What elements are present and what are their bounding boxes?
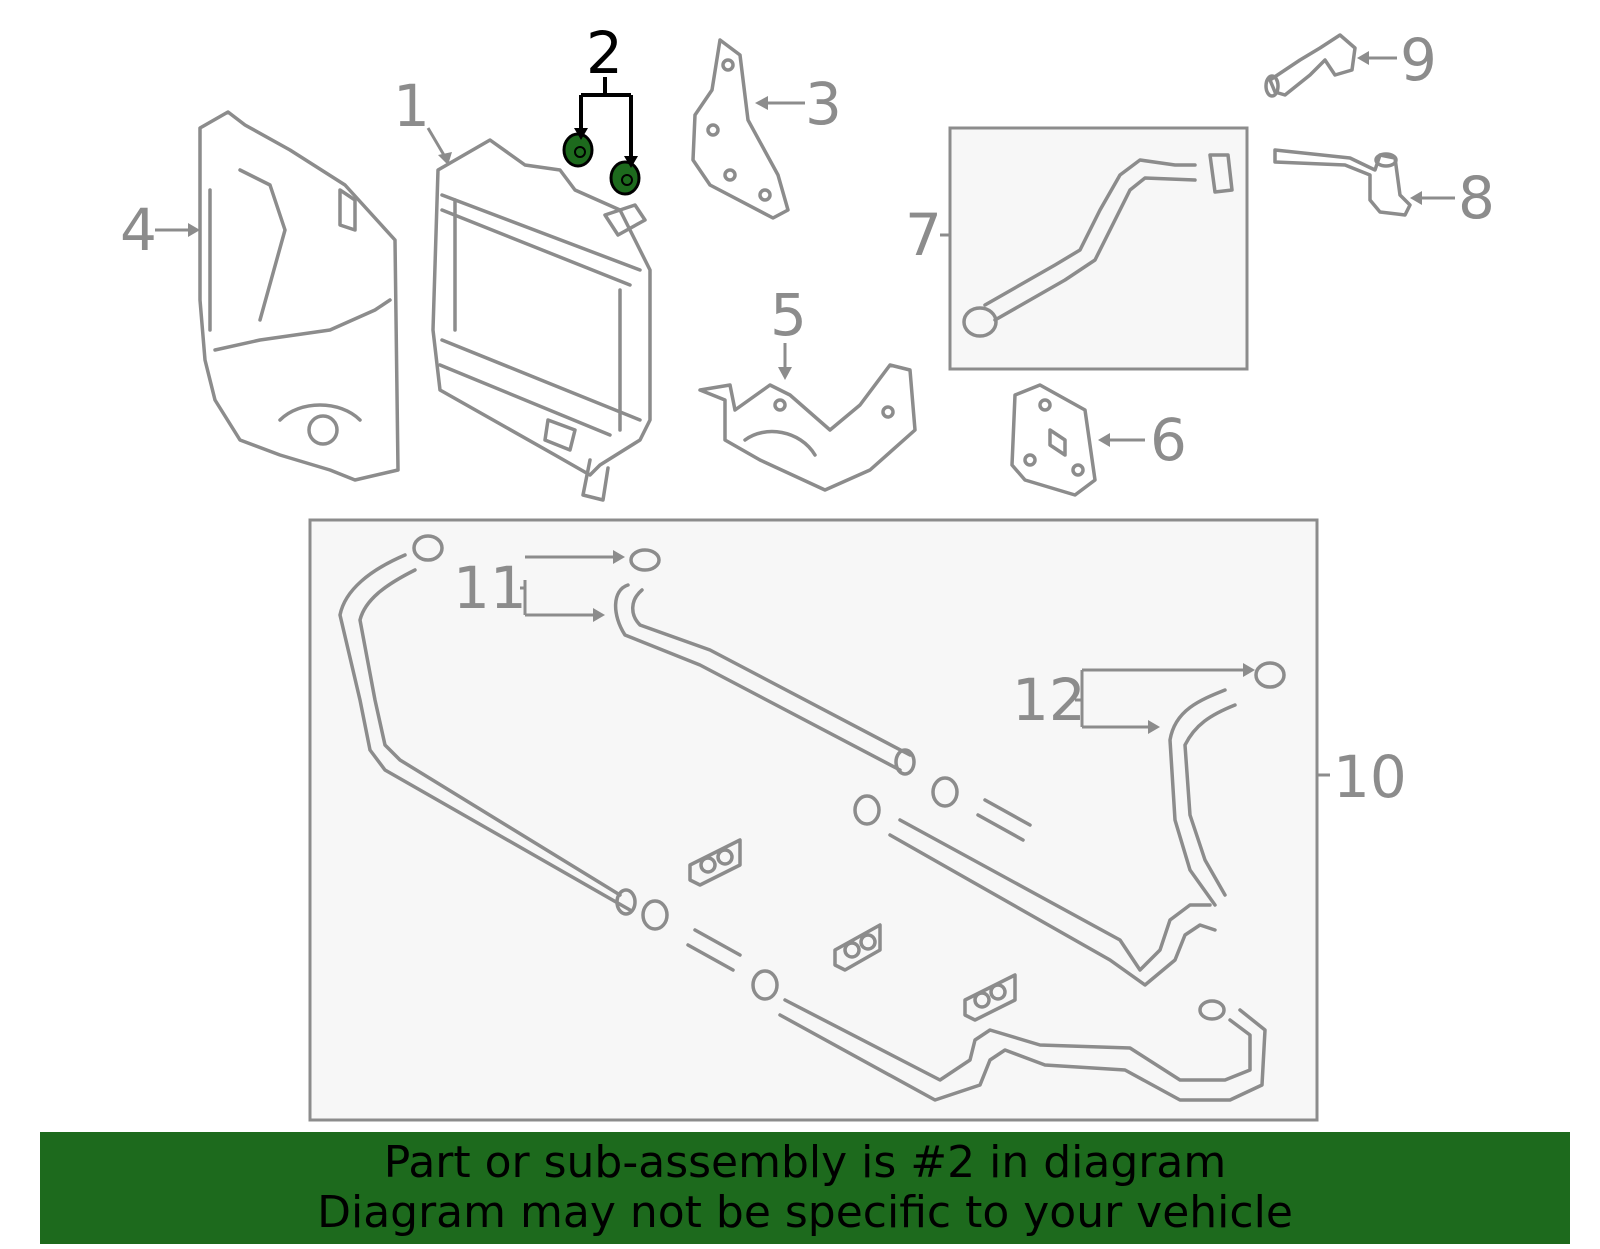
part-10-box: [308, 518, 1319, 1122]
part-5-bracket: [698, 363, 917, 492]
part-7-box: [948, 126, 1249, 371]
callout-1: 1: [393, 72, 430, 140]
leader-lines: [155, 51, 1455, 777]
callout-10: 10: [1333, 743, 1407, 811]
callout-11: 11: [453, 554, 527, 622]
callout-2: 2: [586, 19, 623, 87]
callout-3: 3: [805, 70, 842, 138]
part-9-elbow: [1264, 33, 1357, 98]
banner-line-2: Diagram may not be specific to your vehi…: [317, 1187, 1293, 1238]
callout-12: 12: [1012, 666, 1086, 734]
part-10-hose-assembly: [338, 534, 1286, 1102]
info-banner: Part or sub-assembly is #2 in diagram Di…: [40, 1132, 1570, 1244]
part-1-radiator: [431, 138, 652, 502]
bushing-left: [562, 132, 594, 168]
part-4-air-guide: [198, 110, 400, 482]
callout-6: 6: [1150, 406, 1187, 474]
callout-9: 9: [1400, 26, 1437, 94]
part-7-hose: [962, 153, 1234, 338]
callout-7: 7: [905, 201, 942, 269]
callout-8: 8: [1458, 164, 1495, 232]
banner-line-1: Part or sub-assembly is #2 in diagram: [383, 1137, 1227, 1188]
callout-5: 5: [770, 281, 807, 349]
part-8-elbow: [1273, 148, 1412, 217]
part-2-bushings: [562, 132, 641, 196]
part-3-bracket: [691, 38, 790, 220]
callout-labels: 1 2 3 4 5 6 7 8 9 10 11 12: [120, 19, 1495, 811]
bushing-right: [609, 160, 641, 196]
part-6-plate: [1010, 383, 1097, 497]
callout-4: 4: [120, 196, 157, 264]
